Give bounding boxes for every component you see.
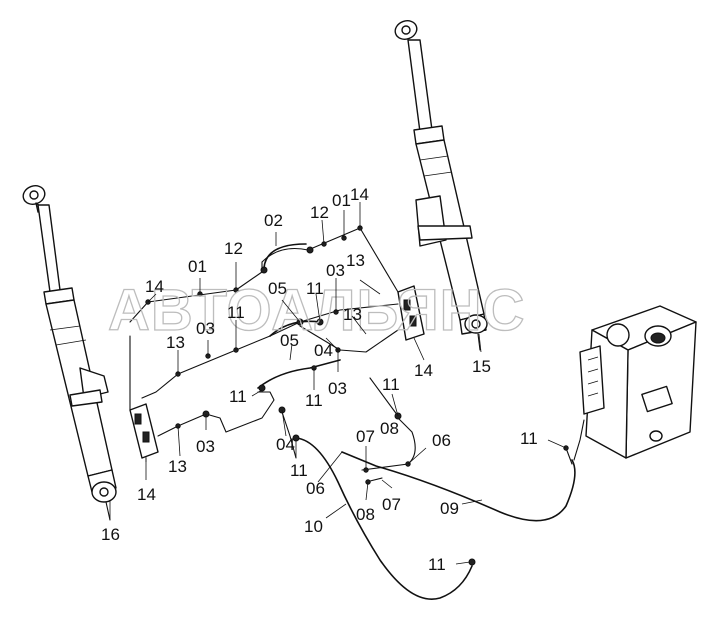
callout-03: 03	[328, 379, 347, 398]
callout-11: 11	[227, 303, 245, 322]
callout-14: 14	[145, 277, 164, 296]
callout-03: 03	[326, 261, 345, 280]
callout-11: 11	[290, 461, 308, 480]
watermark-text: АВТОАЛЬЯНС	[108, 278, 525, 343]
callout-11: 11	[428, 555, 446, 574]
callout-03: 03	[196, 437, 215, 456]
callout-13: 13	[343, 305, 362, 324]
callout-07: 07	[356, 427, 375, 446]
leader-lines	[109, 202, 567, 565]
callout-13: 13	[166, 333, 185, 352]
right-hydraulic-cylinder	[394, 20, 488, 351]
callout-16: 16	[101, 525, 120, 544]
hydraulic-lines	[129, 225, 585, 600]
callout-12: 12	[310, 203, 329, 222]
callout-13: 13	[346, 251, 365, 270]
callout-12: 12	[224, 239, 243, 258]
left-hydraulic-cylinder	[22, 185, 117, 521]
callout-06: 06	[306, 479, 325, 498]
valve-block-left	[129, 403, 159, 459]
callout-11: 11	[305, 391, 323, 410]
callout-10: 10	[304, 517, 323, 536]
callout-08: 08	[356, 505, 375, 524]
callout-11: 11	[306, 279, 324, 298]
callout-01: 01	[332, 191, 351, 210]
callout-05: 05	[280, 331, 299, 350]
callout-08: 08	[380, 419, 399, 438]
valve-block-right	[397, 285, 425, 341]
hydraulic-tank	[579, 305, 697, 459]
callout-14: 14	[137, 485, 156, 504]
callout-06: 06	[432, 431, 451, 450]
callout-01: 01	[188, 257, 207, 276]
callout-04: 04	[314, 341, 333, 360]
callout-09: 09	[440, 499, 459, 518]
callout-02: 02	[264, 211, 283, 230]
callout-labels: 16 15 14 14 14 14 13 13 13 13 12 12 11 1…	[101, 185, 538, 574]
callout-11: 11	[520, 429, 538, 448]
callout-13: 13	[168, 457, 187, 476]
callout-14: 14	[414, 361, 433, 380]
callout-11: 11	[229, 387, 247, 406]
callout-03: 03	[196, 319, 215, 338]
callout-14: 14	[350, 185, 369, 204]
callout-11: 11	[382, 375, 400, 394]
callout-04: 04	[276, 435, 295, 454]
callout-07: 07	[382, 495, 401, 514]
callout-15: 15	[472, 357, 491, 376]
callout-05: 05	[268, 279, 287, 298]
